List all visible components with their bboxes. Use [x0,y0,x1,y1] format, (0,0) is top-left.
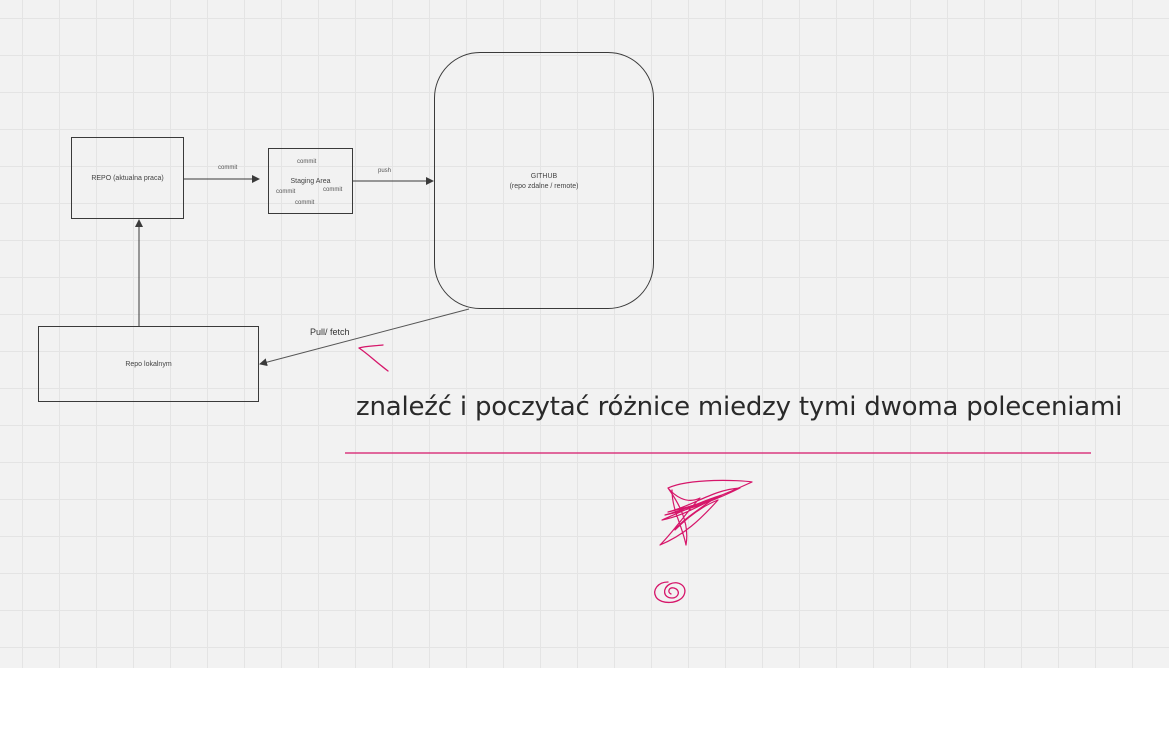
connector-layer [135,175,1091,604]
github-node-sublabel: (repo zdalne / remote) [509,183,579,190]
handwritten-note-text[interactable]: znaleźć i poczytać różnice miedzy tymi d… [356,392,1123,422]
staging-commit-label: commit [295,200,315,206]
staging-commit-label: commit [276,189,296,195]
whiteboard-canvas[interactable]: REPO (aktualna praca) Staging Area commi… [0,0,1169,668]
spiral-mark [654,581,686,604]
edge-label-pull-fetch: Pull/ fetch [310,327,350,337]
staging-commit-label: commit [297,159,317,165]
staging-commit-label: commit [323,187,343,193]
local-node-label: Repo lokalnym [125,360,172,368]
github-node-label: GITHUB [530,173,558,180]
repo-working-node[interactable]: REPO (aktualna praca) [71,137,184,219]
staging-area-node[interactable]: Staging Area [268,148,353,214]
staging-node-label: Staging Area [290,177,331,185]
pointer-scribble [358,344,389,372]
repo-node-label: REPO (aktualna praca) [91,174,164,182]
edge-label-push: push [378,168,392,174]
arrow-github-to-local [259,308,470,367]
edge-label-commit: commit [218,165,238,171]
scribble-mark [659,479,753,546]
github-remote-node[interactable]: GITHUB (repo zdalne / remote) [434,52,654,309]
local-repo-node[interactable]: Repo lokalnym [38,326,259,402]
